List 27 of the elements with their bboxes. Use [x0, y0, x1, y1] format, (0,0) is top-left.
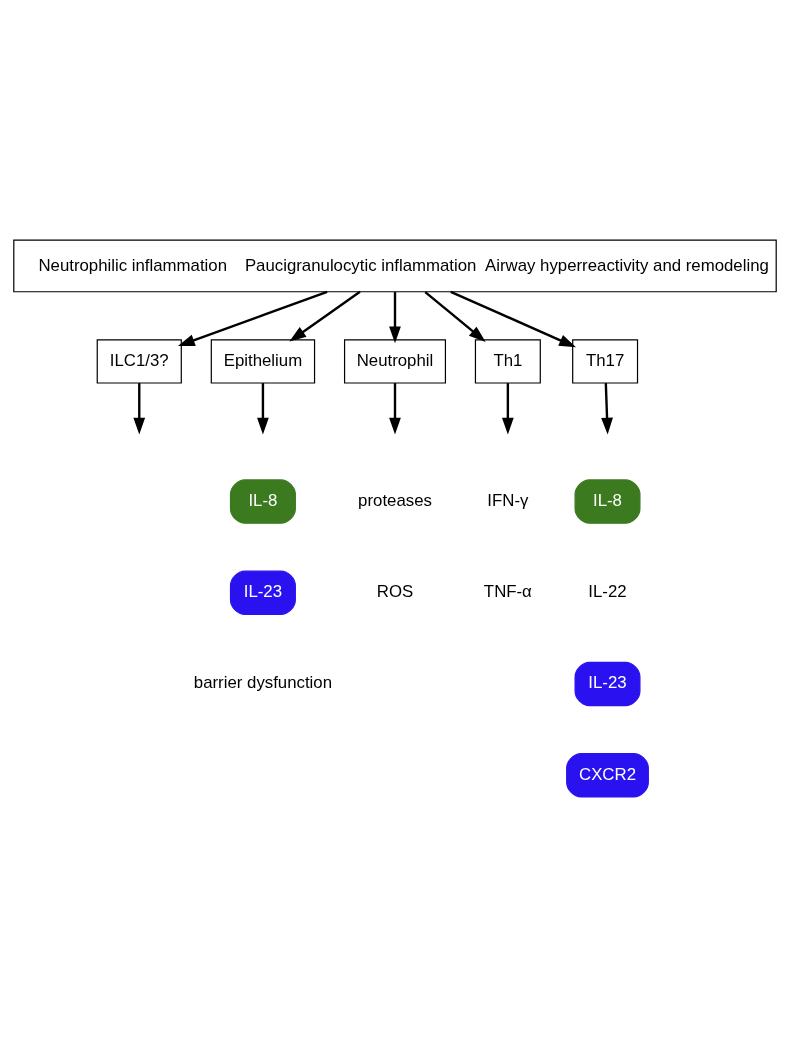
node-box: IL-23 [229, 570, 296, 615]
node-box: Th1 [474, 339, 541, 384]
arrow [388, 383, 401, 435]
label: IL-22 [587, 582, 627, 602]
arrow [600, 383, 613, 435]
arrow [132, 383, 145, 435]
node-box: Th17 [571, 339, 638, 384]
label: IFN-γ [486, 490, 528, 510]
node-box: IL-8 [229, 479, 296, 524]
node-box: Neutrophilic inflammation Paucigranulocytic inflammation Airway hyperreactivity and remodeling [12, 239, 777, 293]
label: proteases [357, 490, 432, 510]
arrow [256, 383, 269, 435]
node-box: IL-23 [574, 661, 641, 707]
node-box: CXCR2 [565, 753, 649, 798]
arrow [177, 290, 328, 347]
node-box: ILC1/3? [96, 339, 182, 384]
label: ROS [376, 582, 413, 602]
node-box: IL-8 [574, 479, 641, 524]
arrow [501, 383, 514, 435]
arrow [288, 290, 361, 342]
arrow [388, 292, 401, 344]
arrow [423, 291, 486, 342]
arrow [449, 290, 576, 348]
label: TNF-α [483, 582, 532, 602]
label: barrier dysfunction [193, 673, 332, 693]
node-box: Epithelium [210, 339, 315, 384]
node-box: Neutrophil [343, 339, 446, 384]
